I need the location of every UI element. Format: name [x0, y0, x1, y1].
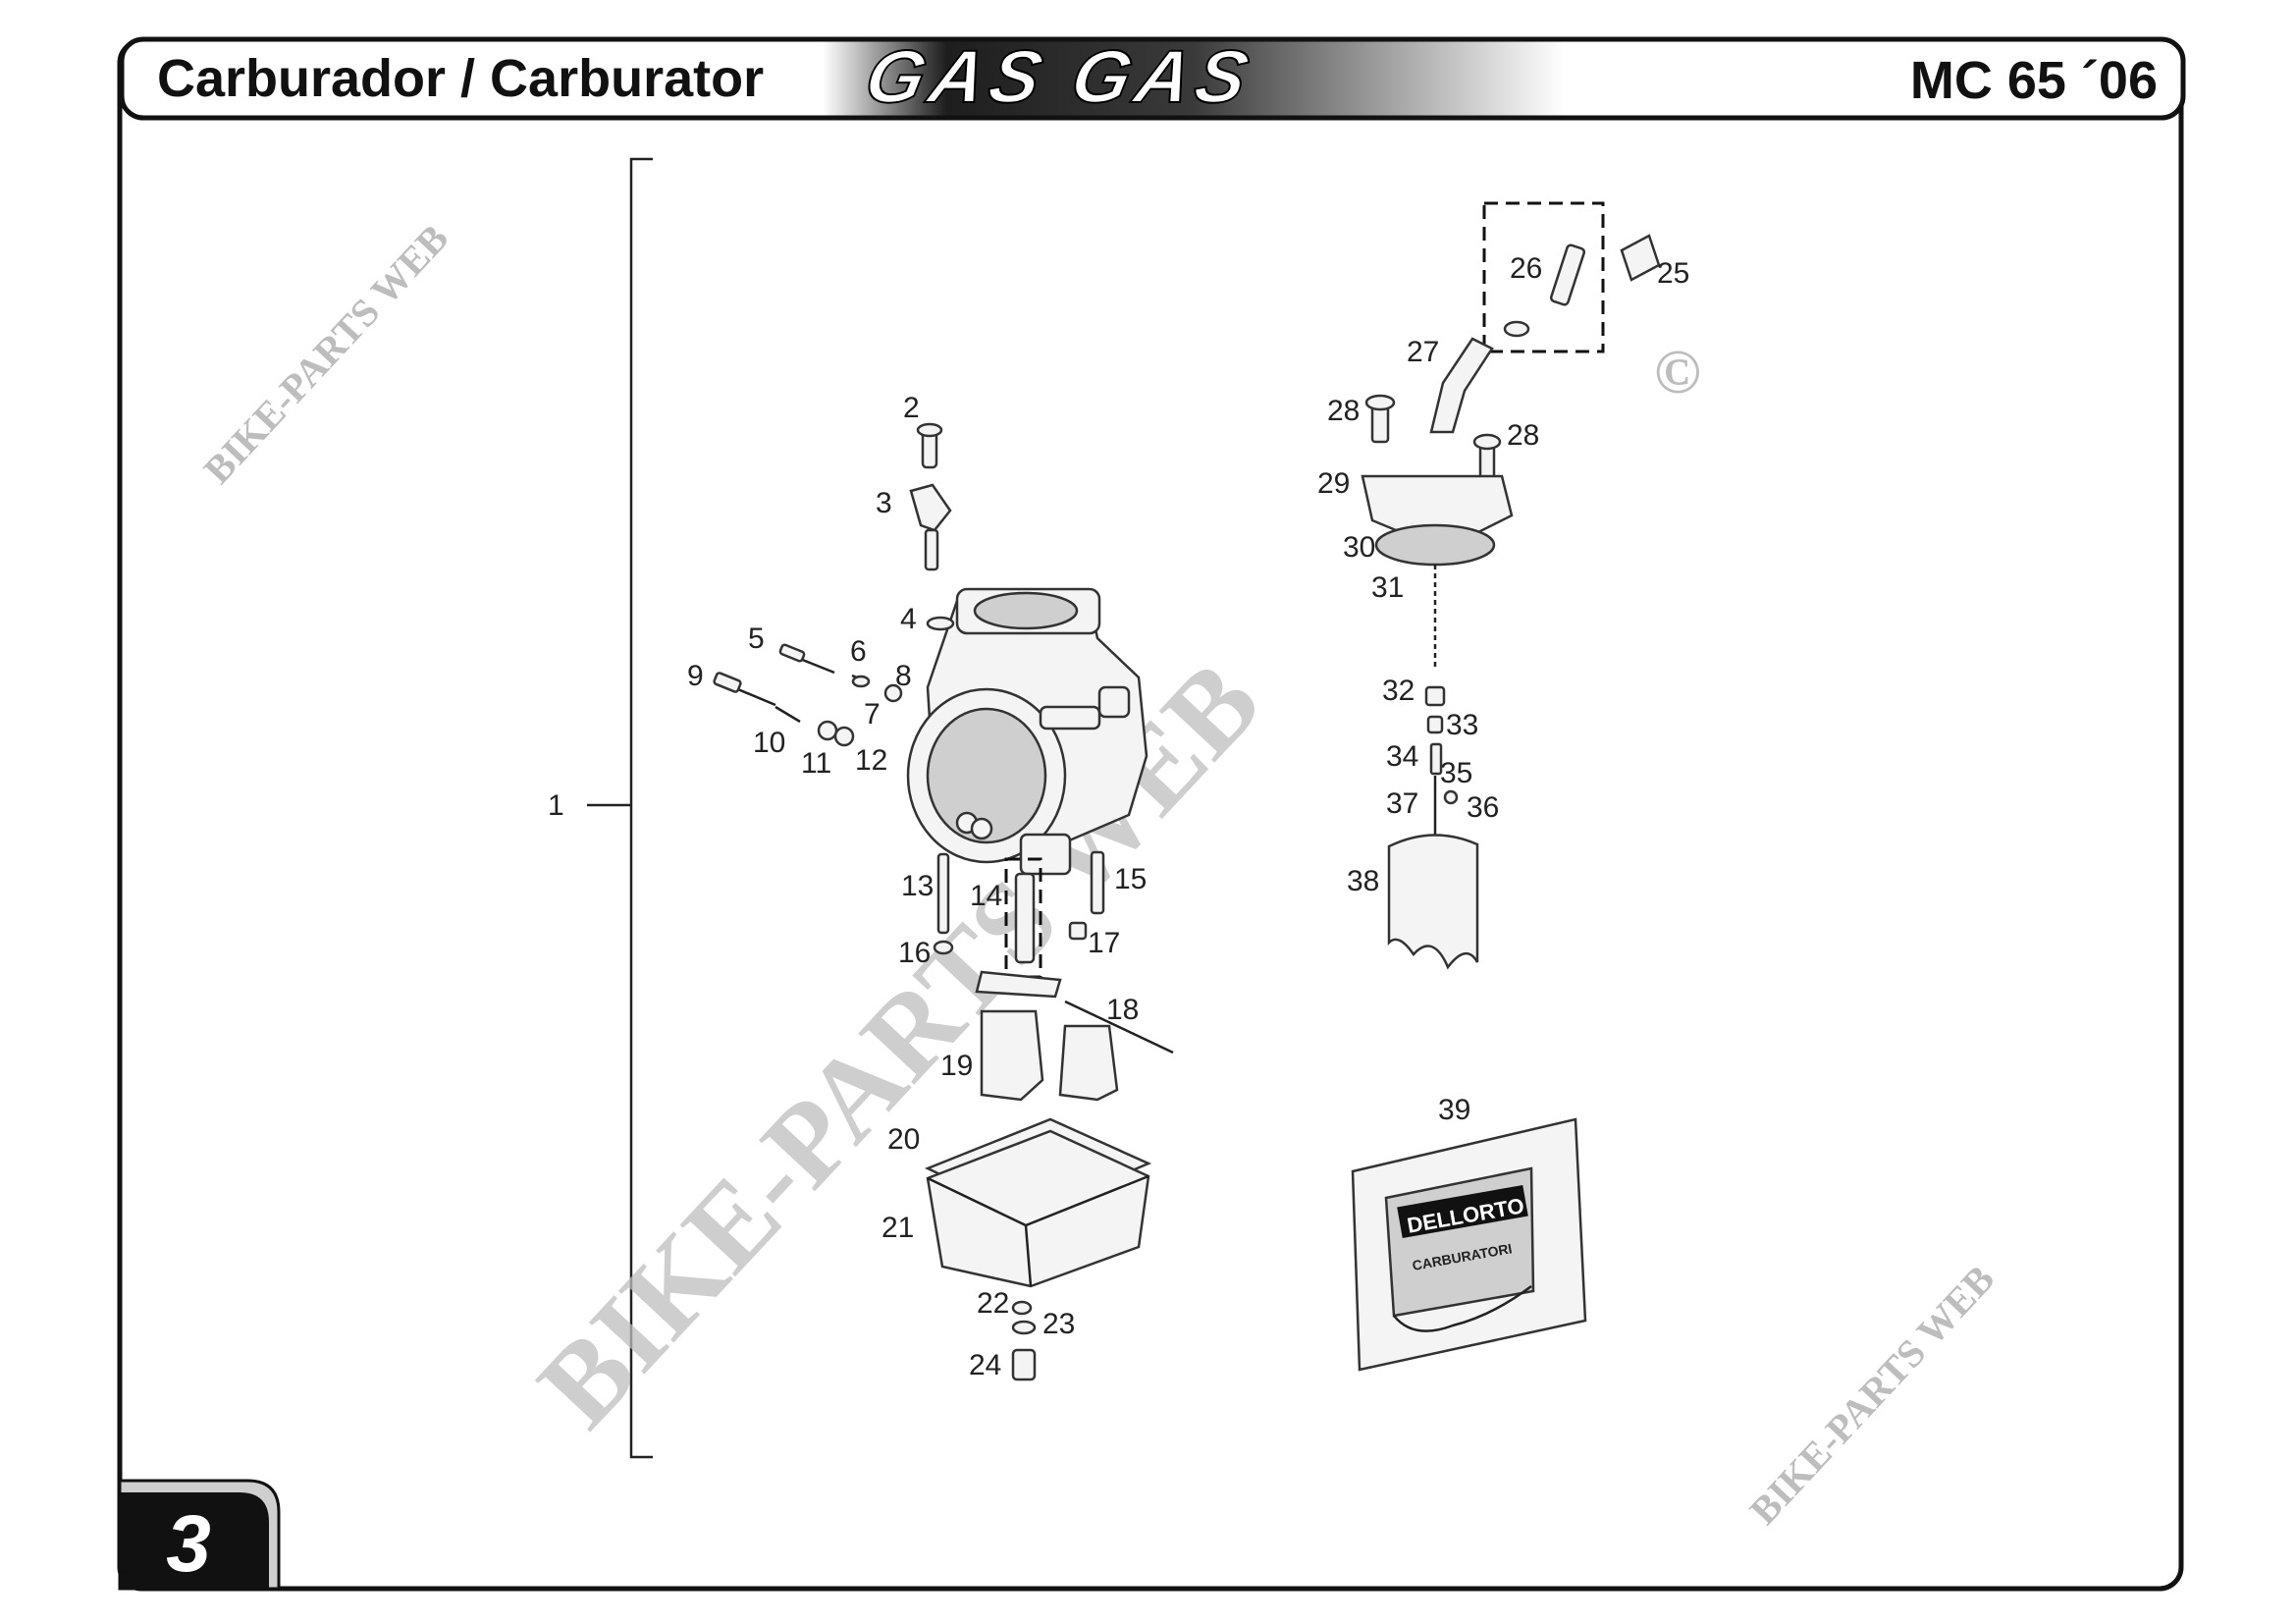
- callout-18: 18: [1106, 994, 1139, 1026]
- dellorto-label: [1397, 1184, 1528, 1239]
- carburetor-body: [906, 587, 1148, 876]
- callout-16: 16: [898, 937, 931, 969]
- callout-36: 36: [1467, 791, 1499, 824]
- callout-34: 34: [1386, 740, 1418, 773]
- header-bar: [119, 36, 2186, 121]
- callout-24: 24: [969, 1349, 1001, 1381]
- callout-27: 27: [1407, 336, 1439, 368]
- callout-29: 29: [1317, 467, 1350, 500]
- callout-14: 14: [970, 880, 1002, 912]
- callout-33: 33: [1446, 709, 1478, 741]
- callout-13: 13: [901, 870, 934, 902]
- callout-10: 10: [753, 727, 785, 759]
- assembly-bracket: [629, 157, 653, 1459]
- callout-23: 23: [1042, 1308, 1075, 1340]
- callout-6: 6: [850, 635, 867, 668]
- callout-9: 9: [687, 660, 704, 692]
- callout-28b: 28: [1507, 419, 1539, 452]
- callout-35: 35: [1440, 757, 1472, 789]
- callout-2: 2: [903, 392, 920, 424]
- watermark-copyright: ©: [1654, 337, 1701, 406]
- svg-text:BIKE-PARTS WEB: BIKE-PARTS WEB: [1741, 1257, 2003, 1533]
- callout-32: 32: [1382, 675, 1415, 707]
- callout-7: 7: [864, 698, 881, 730]
- watermark-large: BIKE-PARTS WEB: [513, 637, 1284, 1451]
- callout-3: 3: [876, 487, 892, 519]
- callout-21: 21: [881, 1212, 914, 1244]
- svg-text:BIKE-PARTS WEB: BIKE-PARTS WEB: [513, 637, 1284, 1451]
- callout-labels: 1 2 3 4 5 6 7 8 9 10 11 12 13 14 15 16 1…: [548, 252, 1689, 1381]
- callout-22: 22: [977, 1287, 1009, 1320]
- callout-31: 31: [1371, 571, 1404, 604]
- callout-37: 37: [1386, 787, 1418, 820]
- callout-26: 26: [1510, 252, 1542, 285]
- slide-assembly: [1361, 201, 1661, 970]
- repair-kit-bag: DELLORTO CARBURATORI: [1351, 1117, 1587, 1372]
- callout-5: 5: [748, 622, 765, 655]
- callout-11: 11: [801, 747, 831, 780]
- callout-30: 30: [1343, 531, 1375, 564]
- choke-parts: [909, 422, 955, 631]
- watermark-top-left: BIKE-PARTS WEB: [195, 216, 457, 492]
- watermark-bottom-right: BIKE-PARTS WEB: [1741, 1257, 2003, 1533]
- page-number-tab: [120, 1492, 269, 1589]
- callout-4: 4: [900, 603, 917, 635]
- adjustment-screws: [713, 643, 903, 747]
- callout-8: 8: [895, 660, 912, 692]
- callout-20: 20: [887, 1123, 920, 1156]
- callout-28a: 28: [1327, 395, 1360, 427]
- callout-25: 25: [1657, 257, 1689, 290]
- callout-38: 38: [1347, 865, 1379, 897]
- callout-1: 1: [548, 789, 564, 822]
- callout-39: 39: [1438, 1094, 1470, 1126]
- brand-logo: GAS GAS: [858, 35, 1261, 119]
- model-label: MC 65 ´06: [1910, 51, 2158, 110]
- jets: [933, 850, 1105, 979]
- svg-text:BIKE-PARTS WEB: BIKE-PARTS WEB: [195, 216, 457, 492]
- callout-19: 19: [940, 1050, 973, 1082]
- page-number: 3: [166, 1499, 211, 1589]
- callout-15: 15: [1114, 863, 1147, 895]
- float-bowl: [924, 1117, 1152, 1381]
- page-title: Carburador / Carburator: [157, 49, 764, 108]
- float-assembly: [975, 970, 1174, 1102]
- callout-17: 17: [1088, 927, 1120, 959]
- callout-12: 12: [855, 744, 887, 777]
